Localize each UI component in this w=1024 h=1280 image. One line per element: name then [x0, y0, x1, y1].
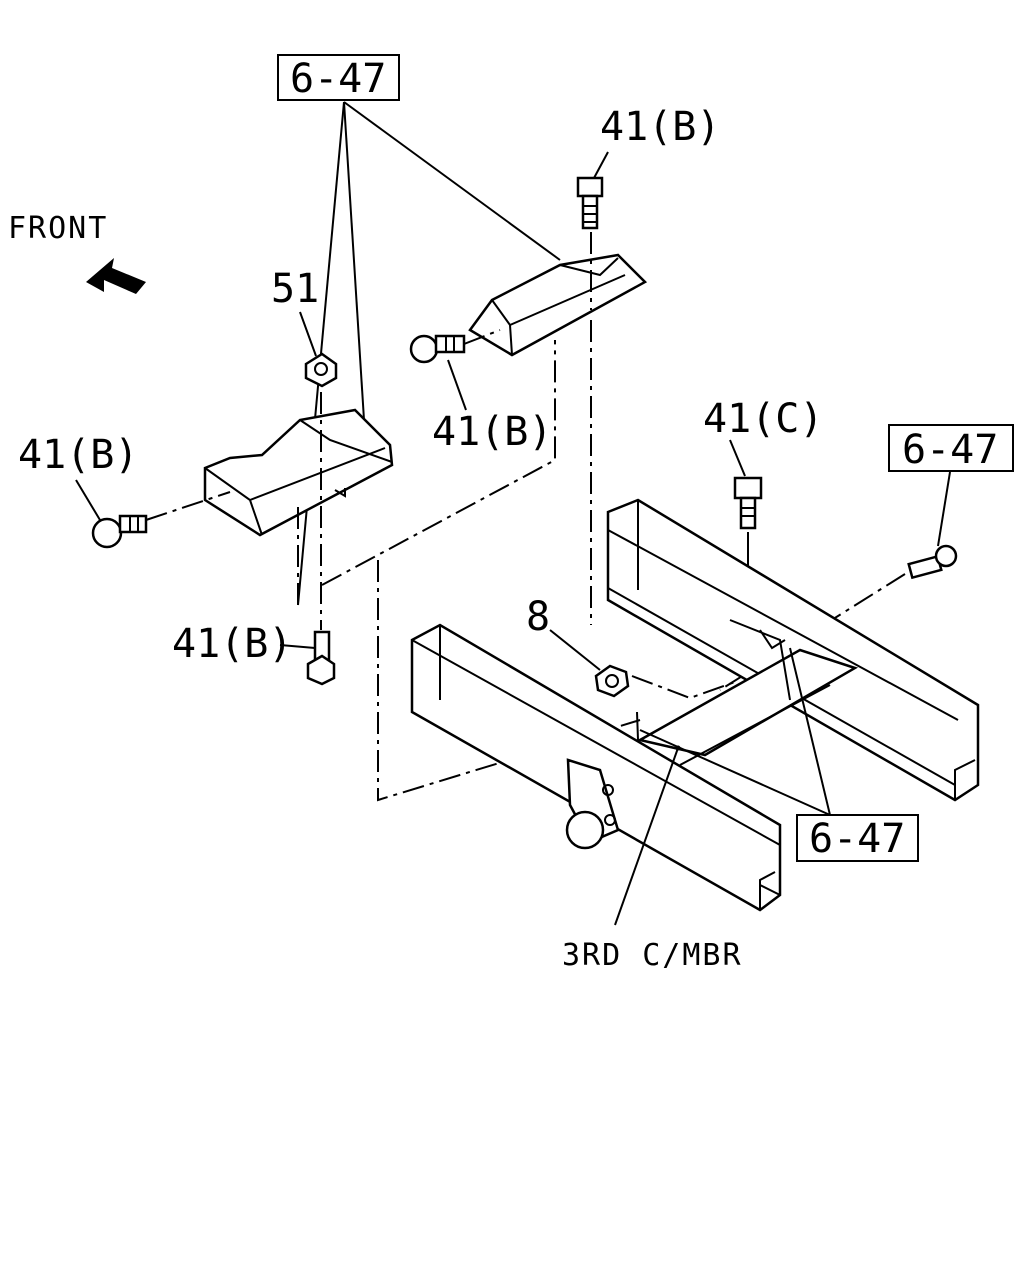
cross-member-3rd — [636, 619, 859, 766]
frame-rail-right — [606, 498, 980, 802]
leader-line — [614, 747, 679, 926]
right-bracket-cover — [468, 253, 648, 357]
bolt-41b-mid[interactable] — [409, 334, 466, 364]
ref-box-right-label: 6-47 — [902, 427, 998, 473]
front-arrow-icon — [86, 258, 146, 294]
centerline — [631, 675, 736, 700]
bolt-41b-bottom-label: 41(B) — [172, 621, 292, 667]
ref-box-right[interactable]: 6-47 — [888, 424, 1014, 473]
bolt-41b-top-label: 41(B) — [600, 104, 720, 150]
leader-line — [549, 629, 601, 671]
bolt-41b-left[interactable] — [91, 514, 148, 549]
leader-line — [343, 101, 561, 261]
leader-line — [75, 479, 101, 521]
bolt-41c-label: 41(C) — [703, 396, 823, 442]
centerline — [321, 340, 556, 586]
leader-line — [937, 471, 951, 547]
nut-8[interactable] — [594, 664, 630, 698]
ref-box-top[interactable]: 6-47 — [277, 54, 400, 102]
leader-line — [729, 439, 746, 477]
ref-box-bottom[interactable]: 6-47 — [796, 814, 919, 862]
member-label: 3RD C/MBR — [562, 938, 743, 973]
leader-line — [279, 644, 316, 649]
bolt-41b-mid-label: 41(B) — [432, 409, 552, 455]
bolt-41c[interactable] — [733, 476, 763, 530]
leader-line — [299, 311, 317, 357]
bolt-41b-top[interactable] — [576, 176, 604, 230]
leader-line — [447, 359, 467, 411]
left-bracket-cover — [203, 408, 394, 537]
leader-line — [593, 151, 609, 179]
nut-8-label: 8 — [526, 594, 550, 640]
nut-51[interactable] — [304, 352, 338, 388]
bolt-41b-bottom[interactable] — [306, 630, 336, 686]
leader-line — [343, 101, 365, 421]
leader-line — [789, 647, 831, 816]
bolt-right-side[interactable] — [907, 544, 958, 580]
front-label: FRONT — [8, 211, 108, 246]
frame-rail-left — [410, 623, 782, 912]
ref-box-top-label: 6-47 — [290, 56, 386, 102]
centerline — [463, 329, 501, 345]
centerline — [145, 491, 231, 521]
bolt-41b-left-label: 41(B) — [18, 432, 138, 478]
leader-dot — [675, 745, 681, 751]
nut-51-label: 51 — [271, 266, 319, 312]
ref-box-bottom-label: 6-47 — [809, 816, 905, 862]
leader-line — [639, 729, 831, 816]
